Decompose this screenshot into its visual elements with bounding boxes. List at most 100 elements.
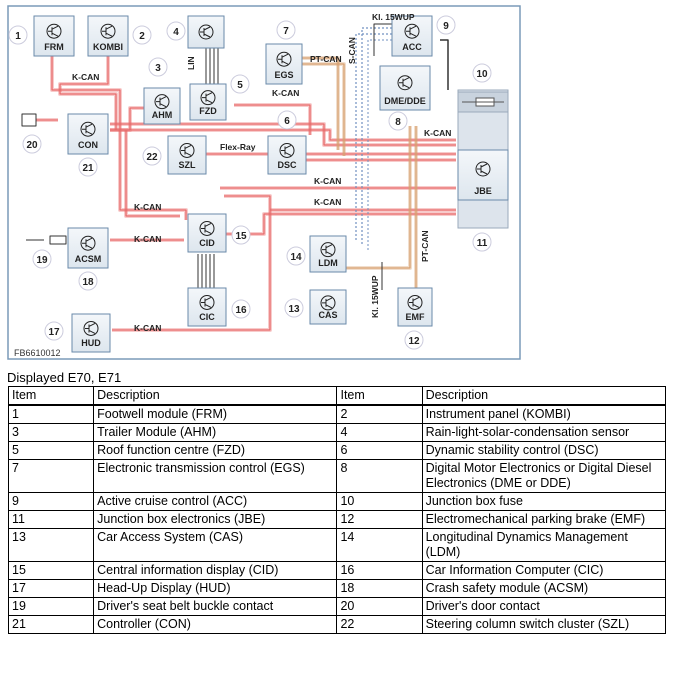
item-number-2: 2 bbox=[132, 25, 152, 45]
item-number-11: 11 bbox=[472, 232, 492, 252]
number-badge bbox=[142, 146, 162, 166]
transistor-symbol bbox=[201, 222, 212, 234]
item-number-20: 20 bbox=[22, 134, 42, 154]
transistor-icon bbox=[279, 142, 295, 158]
module-label: ACC bbox=[402, 42, 422, 52]
legend-description: Car Information Computer (CIC) bbox=[421, 561, 667, 580]
transistor-symbol bbox=[406, 25, 417, 37]
number-badge bbox=[78, 157, 98, 177]
legend-item: 19 bbox=[7, 597, 95, 616]
legend-item: 10 bbox=[336, 492, 423, 511]
item-number-4: 4 bbox=[166, 21, 186, 41]
legend-item: 18 bbox=[336, 579, 423, 598]
legend-item: 9 bbox=[7, 492, 95, 511]
module-box bbox=[67, 227, 109, 269]
transistor-icon bbox=[407, 294, 423, 310]
module-box bbox=[267, 135, 307, 175]
module-box bbox=[265, 43, 303, 85]
number-badge bbox=[22, 134, 42, 154]
item-number-9: 9 bbox=[436, 15, 456, 35]
module-label: CAS bbox=[318, 310, 337, 320]
legend-description: Electronic transmission control (EGS) bbox=[93, 459, 338, 493]
number-text: 20 bbox=[26, 140, 38, 151]
legend-item: 17 bbox=[7, 579, 95, 598]
module-ldm: LDM bbox=[309, 235, 347, 273]
module-label: LDM bbox=[318, 258, 338, 268]
transistor-icon bbox=[199, 220, 215, 236]
number-text: 15 bbox=[235, 231, 247, 242]
module-frm: FRM bbox=[33, 15, 75, 57]
module-label: CIC bbox=[199, 312, 215, 322]
scan-line-3 bbox=[367, 39, 398, 250]
kcan-fzd-line bbox=[234, 104, 311, 135]
module-label: ACSM bbox=[75, 254, 102, 264]
module-cic: CIC bbox=[187, 287, 227, 327]
door-switch bbox=[21, 113, 37, 127]
module-label: JBE bbox=[474, 186, 492, 196]
module-dsc: DSC bbox=[267, 135, 307, 175]
item-number-3: 3 bbox=[148, 57, 168, 77]
legend-description: Driver's seat belt buckle contact bbox=[93, 597, 338, 616]
item-number-22: 22 bbox=[142, 146, 162, 166]
transistor-icon bbox=[200, 90, 216, 106]
number-badge bbox=[231, 225, 251, 245]
module-label: DSC bbox=[277, 160, 297, 170]
legend-description: Footwell module (FRM) bbox=[93, 404, 338, 424]
transistor-symbol bbox=[201, 296, 212, 308]
transistor-icon bbox=[154, 94, 170, 110]
ptcan-egs-2-line bbox=[300, 63, 345, 156]
legend-description: Steering column switch cluster (SZL) bbox=[421, 615, 667, 634]
legend-item: 2 bbox=[336, 404, 423, 424]
legend-item: 11 bbox=[7, 510, 95, 529]
bus-label-ptcan: PT-CAN bbox=[420, 230, 430, 262]
bus-label-kcan: K-CAN bbox=[134, 234, 161, 244]
bus-label-kl15wup: Kl. 15WUP bbox=[372, 12, 415, 22]
bus-label-kcan: K-CAN bbox=[424, 128, 451, 138]
item-number-10: 10 bbox=[472, 63, 492, 83]
transistor-symbol bbox=[281, 144, 292, 156]
item-number-16: 16 bbox=[231, 299, 251, 319]
item-number-12: 12 bbox=[404, 330, 424, 350]
transistor-icon bbox=[320, 295, 336, 311]
item-number-14: 14 bbox=[286, 246, 306, 266]
transistor-icon bbox=[320, 242, 336, 258]
number-badge bbox=[277, 110, 297, 130]
buckle-switch bbox=[26, 235, 67, 245]
legend-description: Controller (CON) bbox=[93, 615, 338, 634]
number-text: 22 bbox=[146, 152, 158, 163]
module-label: EMF bbox=[406, 312, 426, 322]
module-kombi: KOMBI bbox=[87, 15, 129, 57]
figure-code: FB6610012 bbox=[14, 348, 61, 358]
module-ahm: AHM bbox=[143, 87, 181, 125]
module-label: FZD bbox=[199, 106, 217, 116]
number-text: 12 bbox=[408, 336, 420, 347]
module-box bbox=[187, 15, 225, 49]
item-number-21: 21 bbox=[78, 157, 98, 177]
number-text: 8 bbox=[395, 117, 401, 128]
kcan-main-2-line bbox=[110, 123, 456, 146]
module-box bbox=[167, 135, 207, 175]
number-badge bbox=[404, 330, 424, 350]
legend-item: 6 bbox=[336, 441, 423, 460]
scan-line-2 bbox=[361, 27, 398, 244]
module-box bbox=[71, 313, 111, 353]
number-text: 11 bbox=[477, 238, 488, 249]
item-number-17: 17 bbox=[44, 321, 64, 341]
number-badge bbox=[472, 63, 492, 83]
module-label: EGS bbox=[274, 70, 293, 80]
number-text: 9 bbox=[443, 21, 449, 32]
module-box bbox=[67, 113, 109, 155]
transistor-symbol bbox=[322, 297, 333, 309]
bus-label-kcan: K-CAN bbox=[272, 88, 299, 98]
legend-description: Digital Motor Electronics or Digital Die… bbox=[421, 459, 667, 493]
legend-item: 20 bbox=[336, 597, 423, 616]
number-text: 19 bbox=[36, 255, 48, 266]
module-fzd: FZD bbox=[189, 83, 227, 121]
number-badge bbox=[231, 299, 251, 319]
number-badge bbox=[388, 111, 408, 131]
legend-item: 15 bbox=[7, 561, 95, 580]
